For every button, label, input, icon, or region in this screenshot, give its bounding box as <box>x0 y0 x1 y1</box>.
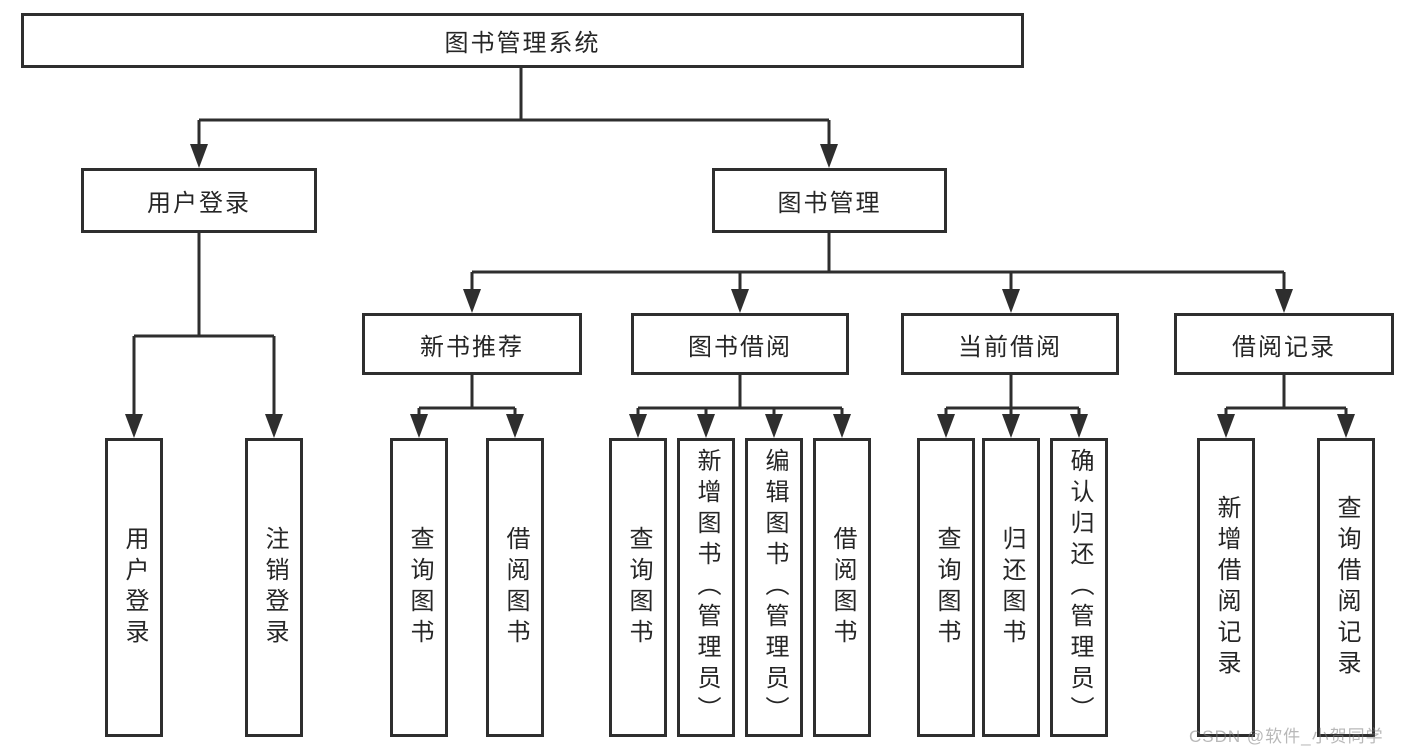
leaf-borrow-borrow-book-label: 借阅图书 <box>829 525 856 650</box>
leaf-current-return-book: 归还图书 <box>982 438 1040 737</box>
node-book-borrow-label: 图书借阅 <box>688 333 792 361</box>
leaf-current-confirm-return-admin-label: 确认归还（管理员） <box>1066 448 1093 727</box>
node-new-book-recommend: 新书推荐 <box>362 313 582 375</box>
leaf-borrow-query-book: 查询图书 <box>609 438 667 737</box>
leaf-current-confirm-return-admin: 确认归还（管理员） <box>1050 438 1108 737</box>
leaf-recommend-query-book: 查询图书 <box>390 438 448 737</box>
leaf-recommend-borrow-book-label: 借阅图书 <box>502 525 529 650</box>
node-root-label: 图书管理系统 <box>444 30 601 57</box>
node-book-management: 图书管理 <box>712 168 947 233</box>
node-book-management-label: 图书管理 <box>777 190 882 217</box>
leaf-record-add-record: 新增借阅记录 <box>1197 438 1255 737</box>
leaf-logout: 注销登录 <box>245 438 303 737</box>
node-root: 图书管理系统 <box>21 13 1024 68</box>
leaf-borrow-add-book-admin: 新增图书（管理员） <box>677 438 735 737</box>
leaf-borrow-borrow-book: 借阅图书 <box>813 438 871 737</box>
leaf-logout-label: 注销登录 <box>261 525 288 650</box>
node-current-borrow-label: 当前借阅 <box>958 333 1062 361</box>
arrowheads <box>125 144 1355 438</box>
leaf-recommend-borrow-book: 借阅图书 <box>486 438 544 737</box>
leaf-user-login: 用户登录 <box>105 438 163 737</box>
leaf-current-return-book-label: 归还图书 <box>998 525 1025 650</box>
leaf-recommend-query-book-label: 查询图书 <box>406 525 433 650</box>
node-borrow-record-label: 借阅记录 <box>1232 333 1336 361</box>
leaf-user-login-label: 用户登录 <box>121 525 148 650</box>
leaf-record-query-record-label: 查询借阅记录 <box>1333 494 1360 681</box>
csdn-watermark: CSDN @软件_小贺同学 <box>1189 727 1384 746</box>
leaf-borrow-edit-book-admin-label: 编辑图书（管理员） <box>761 448 788 727</box>
leaf-borrow-add-book-admin-label: 新增图书（管理员） <box>693 448 720 727</box>
leaf-record-query-record: 查询借阅记录 <box>1317 438 1375 737</box>
node-borrow-record: 借阅记录 <box>1174 313 1394 375</box>
leaf-borrow-edit-book-admin: 编辑图书（管理员） <box>745 438 803 737</box>
node-user-login-label: 用户登录 <box>147 190 251 217</box>
leaf-borrow-query-book-label: 查询图书 <box>625 525 652 650</box>
node-book-borrow: 图书借阅 <box>631 313 849 375</box>
node-current-borrow: 当前借阅 <box>901 313 1119 375</box>
node-user-login: 用户登录 <box>81 168 317 233</box>
leaf-current-query-book-label: 查询图书 <box>933 525 960 650</box>
leaf-record-add-record-label: 新增借阅记录 <box>1213 494 1240 681</box>
node-new-book-recommend-label: 新书推荐 <box>420 333 524 361</box>
leaf-current-query-book: 查询图书 <box>917 438 975 737</box>
